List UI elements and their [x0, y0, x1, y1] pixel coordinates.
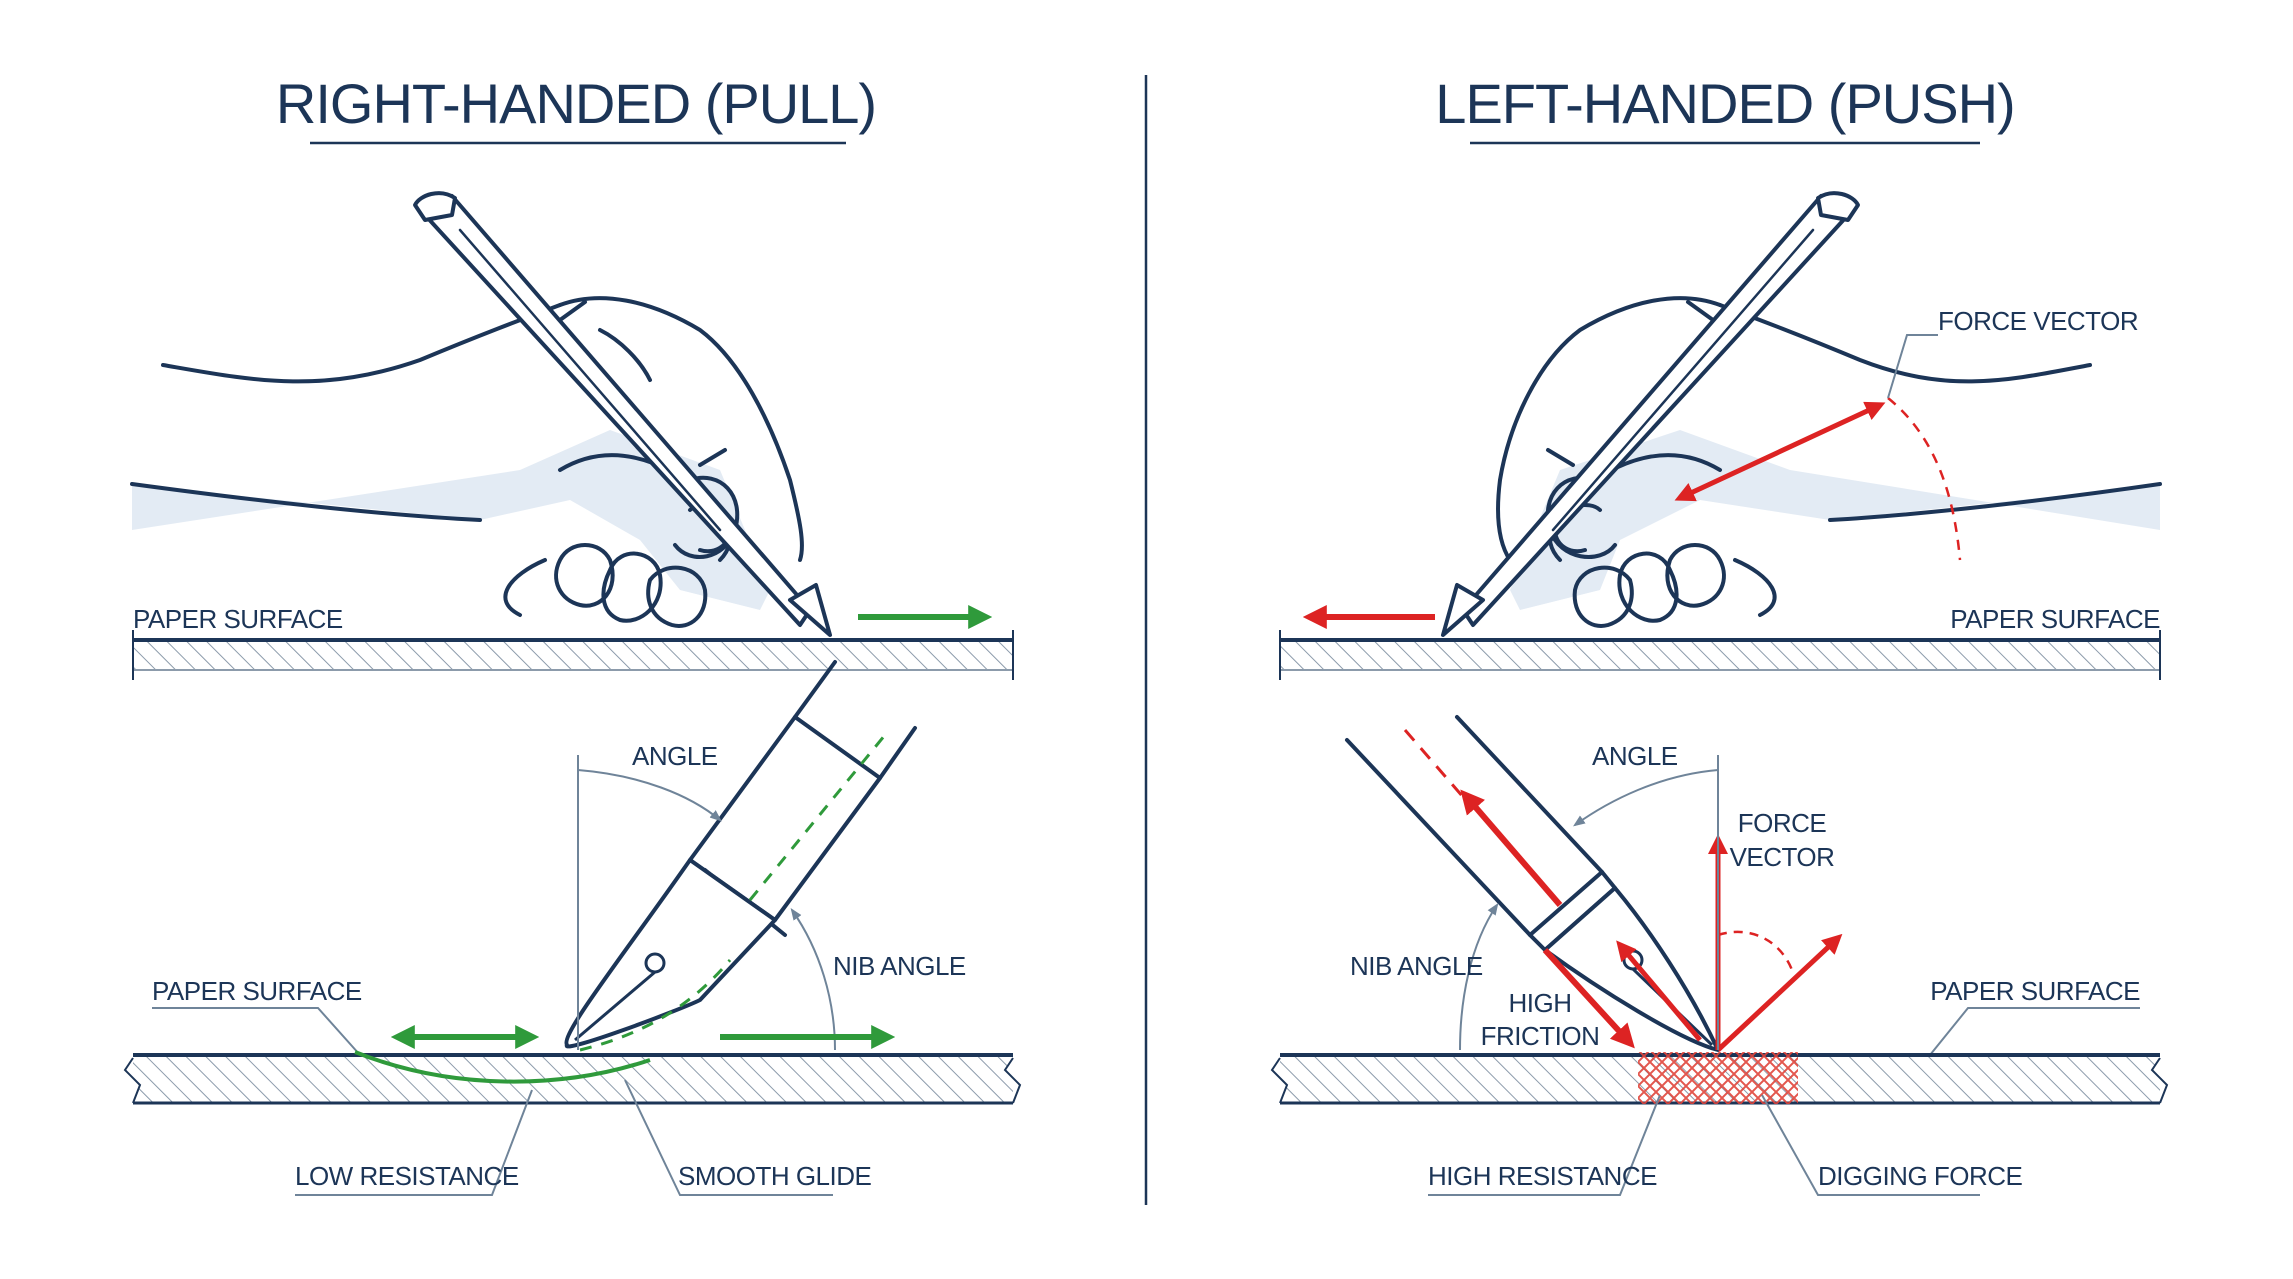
smooth-glide-leader — [624, 1079, 833, 1196]
left-top-paper-label: PAPER SURFACE — [133, 604, 343, 634]
right-top-paper: PAPER SURFACE — [1279, 604, 2161, 680]
right-title: LEFT-HANDED (PUSH) — [1435, 72, 2014, 135]
smooth-glide-label: SMOOTH GLIDE — [678, 1161, 872, 1191]
high-resistance-label: HIGH RESISTANCE — [1428, 1161, 1657, 1191]
top-force-angle-arc — [1887, 397, 1962, 561]
low-resistance-label: LOW RESISTANCE — [295, 1161, 519, 1191]
right-hand-pen — [413, 191, 832, 637]
right-nib-angle-arc — [1459, 903, 1499, 1051]
left-nib-angle-label: NIB ANGLE — [833, 951, 966, 981]
left-paper-label: PAPER SURFACE — [152, 976, 362, 1006]
left-nib-angle-arc — [790, 908, 836, 1051]
top-force-vector-arrow — [1674, 401, 1886, 502]
left-title: RIGHT-HANDED (PULL) — [276, 72, 876, 135]
right-nib-angle-label: NIB ANGLE — [1350, 951, 1483, 981]
digging-zone — [1638, 1052, 1798, 1104]
right-angle-arc — [1573, 769, 1719, 827]
left-angle-label: ANGLE — [632, 741, 718, 771]
high-friction-arrow — [1542, 947, 1635, 1049]
left-angle-arc — [577, 769, 722, 822]
left-top-paper: PAPER SURFACE — [132, 604, 1014, 680]
force-vector-leader — [1887, 334, 1938, 399]
right-top-paper-label: PAPER SURFACE — [1950, 604, 2160, 634]
left-bottom-paper: PAPER SURFACE — [123, 976, 1022, 1105]
high-friction-line2: FRICTION — [1481, 1021, 1600, 1051]
pen-reaction-arrow — [1460, 789, 1563, 907]
high-friction-line1: HIGH — [1509, 988, 1572, 1018]
low-resistance-leader — [295, 1089, 533, 1196]
force-angle-arc — [1717, 930, 1794, 971]
nib-back-arrow — [1616, 940, 1702, 1042]
left-hand-pen — [1441, 191, 1860, 637]
left-panel: RIGHT-HANDED (PULL) — [123, 72, 1022, 1196]
high-resistance-leader — [1428, 1094, 1661, 1196]
diagonal-force-arrow — [1716, 933, 1843, 1052]
right-bottom-paper: PAPER SURFACE — [1270, 976, 2169, 1105]
right-paper-label: PAPER SURFACE — [1930, 976, 2140, 1006]
force-vector-2-line2: VECTOR — [1730, 842, 1835, 872]
digging-force-label: DIGGING FORCE — [1818, 1161, 2023, 1191]
left-nib-detail — [564, 660, 917, 1052]
force-vector-2-line1: FORCE — [1738, 808, 1827, 838]
force-vector-label: FORCE VECTOR — [1938, 306, 2138, 336]
right-panel: LEFT-HANDED (PUSH) — [1270, 72, 2169, 1196]
right-angle-label: ANGLE — [1592, 741, 1678, 771]
digging-force-leader — [1761, 1094, 1980, 1196]
